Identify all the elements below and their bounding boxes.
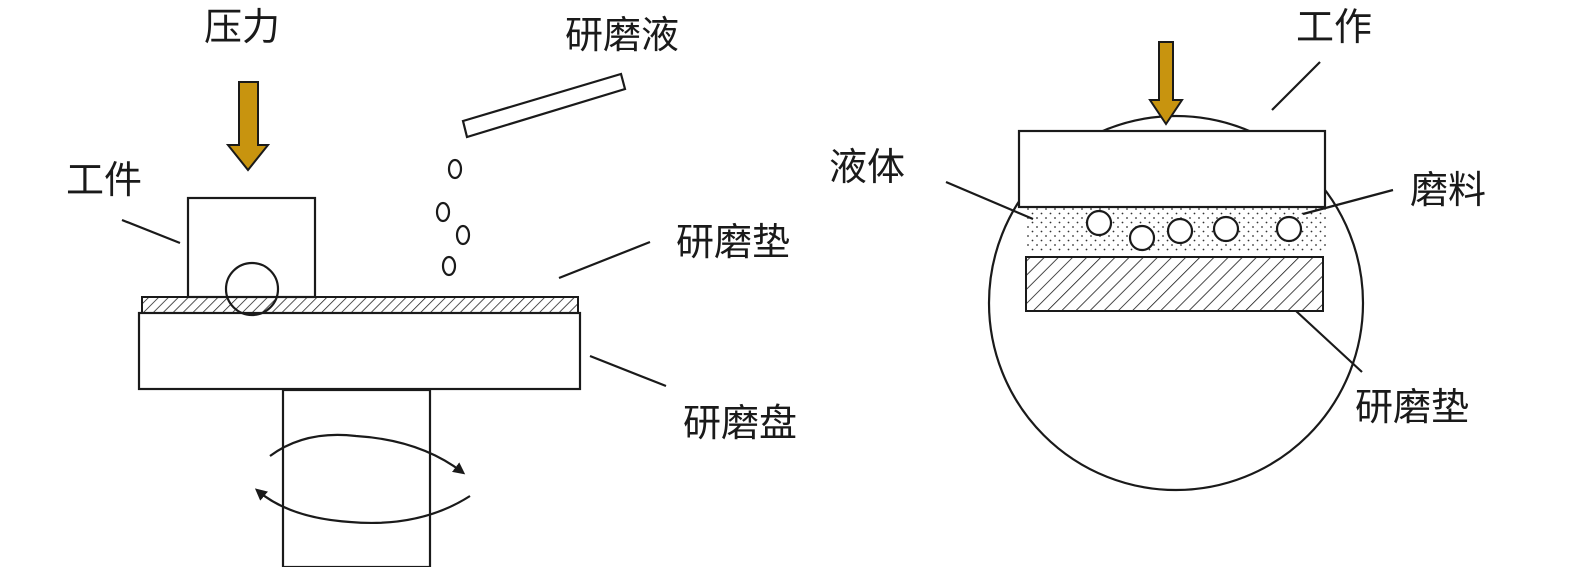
workpiece-magnified — [1017, 129, 1327, 209]
pad-label: 研磨垫 — [676, 220, 790, 264]
slurry-label: 研磨液 — [565, 13, 679, 57]
abrasive-leader — [1302, 188, 1394, 216]
slurry-drop — [435, 201, 451, 223]
pressure-arrow — [225, 81, 271, 172]
workpiece — [186, 196, 317, 299]
pad-magnified-label: 研磨垫 — [1355, 385, 1469, 429]
abrasive-particle — [224, 261, 280, 317]
workpiece-magnified-leader — [1271, 61, 1321, 111]
workpiece-magnified-label: 工作 — [1296, 5, 1372, 49]
abrasive-particle — [1212, 215, 1240, 243]
right-diagram: 工作 液体 磨料 研磨垫 — [829, 5, 1486, 492]
workpiece-label: 工件 — [66, 158, 142, 202]
rotation-arrow-top — [269, 433, 466, 475]
left-diagram: 压力 研磨液 工件 研磨垫 研磨盘 — [66, 5, 797, 567]
abrasive-particle — [1085, 209, 1113, 237]
pad-leader — [558, 240, 651, 280]
workpiece-leader — [121, 218, 181, 245]
slurry-drop — [455, 224, 471, 246]
rotation-arrow-bottom — [254, 488, 471, 525]
pad-magnified-leader — [1295, 310, 1363, 373]
spindle-shaft — [281, 388, 432, 567]
abrasive-label: 磨料 — [1410, 168, 1486, 212]
slurry-drop — [441, 255, 457, 277]
liquid-leader — [945, 180, 1034, 221]
pad-magnified — [1025, 256, 1324, 312]
slurry-nozzle — [461, 72, 627, 139]
plate-label: 研磨盘 — [683, 401, 797, 445]
polishing-plate — [137, 311, 582, 391]
abrasive-particle — [1166, 217, 1194, 245]
liquid-label: 液体 — [829, 145, 905, 189]
polishing-pad — [141, 296, 579, 314]
pressure-arrow-magnified — [1148, 41, 1184, 126]
abrasive-particle — [1128, 224, 1156, 252]
abrasive-particle — [1275, 215, 1303, 243]
slurry-drop — [447, 158, 463, 180]
pressure-label: 压力 — [204, 5, 280, 49]
slurry-drops — [435, 158, 471, 277]
abrasive-particles — [1085, 209, 1303, 252]
plate-leader — [589, 354, 667, 388]
